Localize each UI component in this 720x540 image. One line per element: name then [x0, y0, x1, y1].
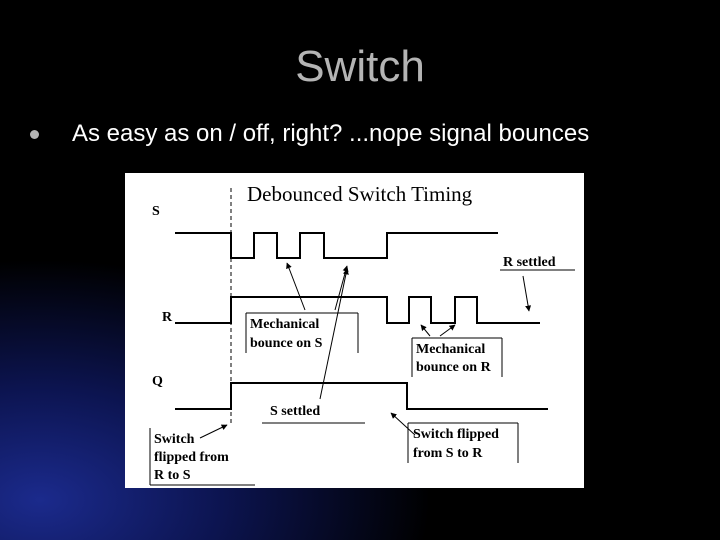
bullet-dot-icon: [30, 130, 39, 139]
arrow: [439, 324, 456, 337]
timing-diagram: Debounced Switch Timing S R Q R settled …: [125, 173, 584, 488]
arrow: [390, 412, 416, 436]
arrow: [420, 324, 431, 337]
annotation-flip-sr-2: from S to R: [413, 446, 483, 461]
annotation-flip-rs-3: R to S: [154, 468, 191, 483]
diagram-title: Debounced Switch Timing: [247, 182, 473, 206]
signal-label-s: S: [152, 204, 160, 219]
annotation-flip-sr-1: Switch flipped: [413, 427, 499, 442]
annotation-bounce-s-1: Mechanical: [250, 317, 319, 332]
arrow: [286, 262, 306, 311]
bullet-text: As easy as on / off, right? ...nope sign…: [72, 120, 590, 147]
annotation-s-settled: S settled: [270, 404, 320, 419]
arrow: [199, 424, 228, 439]
s-waveform: [175, 232, 498, 259]
annotation-flip-rs-2: flipped from: [154, 450, 229, 465]
slide-title: Switch: [295, 42, 425, 91]
annotation-bounce-r-1: Mechanical: [416, 342, 485, 357]
q-waveform: [175, 382, 548, 410]
arrow: [319, 268, 349, 400]
annotation-bounce-s-2: bounce on S: [250, 336, 323, 351]
timing-diagram-svg: Debounced Switch Timing S R Q R settled …: [149, 182, 575, 486]
arrow: [334, 265, 349, 311]
annotation-bounce-r-2: bounce on R: [416, 360, 492, 375]
r-waveform: [175, 296, 540, 324]
signal-label-r: R: [162, 310, 173, 325]
arrow: [522, 275, 532, 312]
annotation-r-settled: R settled: [503, 255, 556, 270]
annotation-flip-rs-1: Switch: [154, 432, 195, 447]
signal-label-q: Q: [152, 374, 163, 389]
